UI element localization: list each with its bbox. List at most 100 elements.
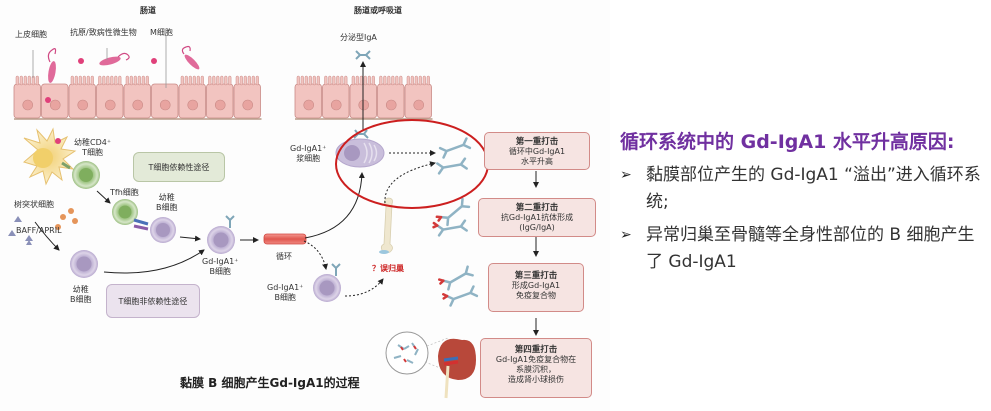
- microvillus: [363, 75, 367, 86]
- pathogen-label: 抗原/致病性微生物: [70, 28, 137, 37]
- microvillus: [243, 75, 247, 86]
- microvillus: [70, 75, 74, 86]
- tfh-cell-label: Tfh细胞: [110, 188, 139, 197]
- microvillus: [86, 75, 90, 86]
- microvillus: [359, 75, 363, 86]
- cell-nucleus: [77, 99, 89, 111]
- microvillus: [383, 75, 387, 86]
- microvillus: [235, 75, 239, 86]
- microvillus: [184, 75, 188, 86]
- microvillus: [414, 75, 418, 86]
- microvillus: [98, 75, 102, 86]
- microvillus: [19, 75, 23, 86]
- microvillus: [399, 75, 403, 86]
- cell-nucleus: [385, 99, 397, 111]
- cell-nucleus: [303, 99, 315, 111]
- microvillus: [247, 75, 251, 86]
- microvillus: [90, 75, 94, 86]
- microvillus: [208, 75, 212, 86]
- microvillus: [255, 75, 259, 86]
- cell-nucleus: [187, 99, 199, 111]
- microvillus: [137, 75, 141, 86]
- microvillus: [74, 75, 78, 86]
- bullet-item: ➢ 黏膜部位产生的 Gd-IgA1 “溢出”进入循环系统;: [620, 162, 988, 216]
- microvillus: [371, 75, 375, 86]
- cell-nucleus: [49, 99, 61, 111]
- bone-marrow-icon: [379, 197, 393, 254]
- microvillus: [308, 75, 312, 86]
- baff-april-label: BAFF/APRIL: [16, 226, 62, 235]
- microvillus: [367, 75, 371, 86]
- microvillus: [395, 75, 399, 86]
- naive-cd4-t-cell-label: 幼稚CD4⁺T细胞: [74, 138, 112, 157]
- microvillus: [82, 75, 86, 86]
- microvillus: [141, 75, 145, 86]
- microvillus: [114, 75, 118, 86]
- intestine-label: 肠道: [140, 6, 156, 15]
- microvillus: [125, 75, 129, 86]
- circulation-label: 循环: [276, 252, 292, 261]
- microvillus: [328, 75, 332, 86]
- microvillus: [426, 75, 430, 86]
- microvillus: [180, 75, 184, 86]
- microvillus: [145, 75, 149, 86]
- gd-iga1-b-cell-label: Gd-IgA1⁺B细胞: [202, 257, 239, 276]
- antibody-icons: [432, 137, 479, 307]
- microvillus: [304, 75, 308, 86]
- microvillus: [224, 75, 228, 86]
- microvillus: [15, 75, 19, 86]
- microvillus: [379, 75, 383, 86]
- microvillus: [35, 75, 39, 86]
- plasma-cell-icon: [335, 129, 385, 168]
- microvillus: [102, 75, 106, 86]
- microvillus: [340, 75, 344, 86]
- microvillus: [200, 75, 204, 86]
- secretory-iga-icon: [355, 50, 371, 60]
- microvillus: [216, 75, 220, 86]
- microvillus: [418, 75, 422, 86]
- microvillus: [129, 75, 133, 86]
- explanation-panel: 循环系统中的 Gd-IgA1 水平升高原因: ➢ 黏膜部位产生的 Gd-IgA1…: [620, 128, 988, 276]
- bullet-arrow-icon: ➢: [620, 227, 632, 243]
- microvillus: [344, 75, 348, 86]
- circulation-vessel-icon: [263, 233, 307, 245]
- gd-iga1-b-cell-lower-label: Gd-IgA1⁺B细胞: [267, 283, 304, 302]
- cell-nucleus: [358, 99, 370, 111]
- microvillus: [196, 75, 200, 86]
- cell-nucleus: [159, 99, 171, 111]
- cell-nucleus: [214, 99, 226, 111]
- cell-nucleus: [104, 99, 116, 111]
- microvillus: [239, 75, 243, 86]
- cell-nucleus: [132, 99, 144, 111]
- microvillus: [110, 75, 114, 86]
- microvillus: [355, 75, 359, 86]
- microvillus: [133, 75, 137, 86]
- dendritic-cell-icon: [22, 127, 77, 186]
- mishoming-label: ？误归巢: [372, 264, 404, 273]
- antibody-icon: [438, 137, 472, 159]
- m-cell-label: M细胞: [150, 28, 173, 37]
- leader-lines: [32, 35, 167, 88]
- microvillus: [220, 75, 224, 86]
- microvillus: [192, 75, 196, 86]
- microvillus: [324, 75, 328, 86]
- second-hit-box: 第二重打击 抗Gd-IgA1抗体形成 (IgG/IgA): [478, 198, 596, 237]
- cell-nucleus: [330, 99, 342, 111]
- microvillus: [106, 75, 110, 86]
- microvillus: [391, 75, 395, 86]
- plasma-cell-label: Gd-IgA1⁺浆细胞: [290, 144, 327, 163]
- cell-nucleus: [413, 99, 425, 111]
- microvillus: [336, 75, 340, 86]
- microvillus: [118, 75, 122, 86]
- bullet-arrow-icon: ➢: [620, 167, 632, 183]
- intestine-or-airway-label: 肠道或呼吸道: [354, 6, 402, 15]
- microvillus: [228, 75, 232, 86]
- epithelial-cell-label: 上皮细胞: [15, 30, 47, 39]
- t-dependent-pathway-box: T细胞依赖性途径: [133, 152, 225, 182]
- microvillus: [300, 75, 304, 86]
- third-hit-box: 第三重打击 形成Gd-IgA1 免疫复合物: [488, 263, 584, 312]
- microvillus: [410, 75, 414, 86]
